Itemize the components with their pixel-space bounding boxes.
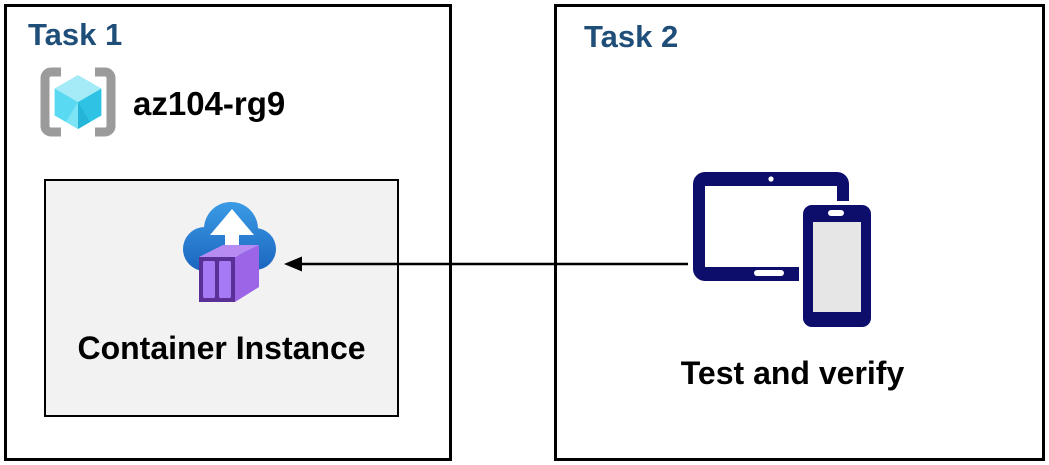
resource-group-icon xyxy=(40,67,116,137)
devices-tablet-phone-icon xyxy=(693,172,875,331)
task2-panel: Task 2 Test and verify xyxy=(554,4,1045,461)
container-instance-box: Container Instance xyxy=(44,179,399,417)
container-instance-label: Container Instance xyxy=(77,330,366,366)
test-and-verify-label: Test and verify xyxy=(680,355,905,391)
task1-title: Task 1 xyxy=(28,17,123,52)
task1-panel: Task 1 az104-rg9 xyxy=(4,4,452,461)
container-instance-icon xyxy=(183,202,276,302)
resource-group-name: az104-rg9 xyxy=(133,85,286,122)
task2-title: Task 2 xyxy=(584,19,679,54)
